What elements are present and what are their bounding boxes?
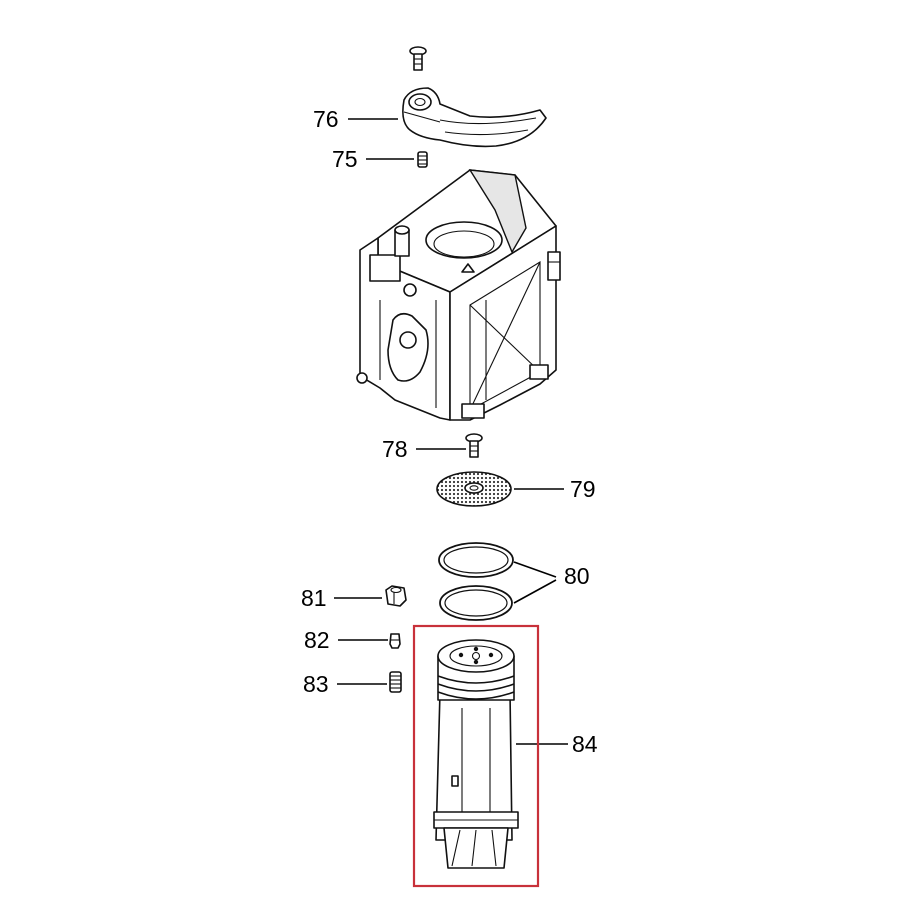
part-75-spring — [417, 151, 428, 168]
callout-80-label: 80 — [564, 563, 590, 589]
part-top-screw — [409, 46, 427, 71]
part-80-o-rings — [438, 542, 514, 621]
callout-79-label: 79 — [570, 476, 596, 502]
part-83-spring — [389, 671, 402, 693]
callout-76: 76 — [313, 106, 398, 132]
callout-81-label: 81 — [301, 585, 327, 611]
callout-83-label: 83 — [303, 671, 329, 697]
callout-78: 78 — [382, 436, 466, 462]
callout-82-label: 82 — [304, 627, 330, 653]
part-82-fitting — [389, 633, 401, 649]
callout-79: 79 — [514, 476, 596, 502]
part-81-nut — [385, 585, 407, 607]
callout-78-label: 78 — [382, 436, 408, 462]
highlight-box-84 — [412, 624, 540, 888]
part-76-lever — [402, 87, 547, 148]
callout-84: 84 — [516, 731, 598, 757]
part-84-piston — [433, 639, 519, 869]
callout-75: 75 — [332, 146, 414, 172]
callout-83: 83 — [303, 671, 387, 697]
callout-84-label: 84 — [572, 731, 598, 757]
part-79-strainer — [436, 471, 512, 507]
callout-75-label: 75 — [332, 146, 358, 172]
part-housing — [356, 169, 561, 421]
callout-81: 81 — [301, 585, 382, 611]
part-78-screw — [465, 433, 483, 458]
callout-80: 80 — [513, 561, 590, 604]
callout-76-label: 76 — [313, 106, 339, 132]
callout-82: 82 — [304, 627, 388, 653]
